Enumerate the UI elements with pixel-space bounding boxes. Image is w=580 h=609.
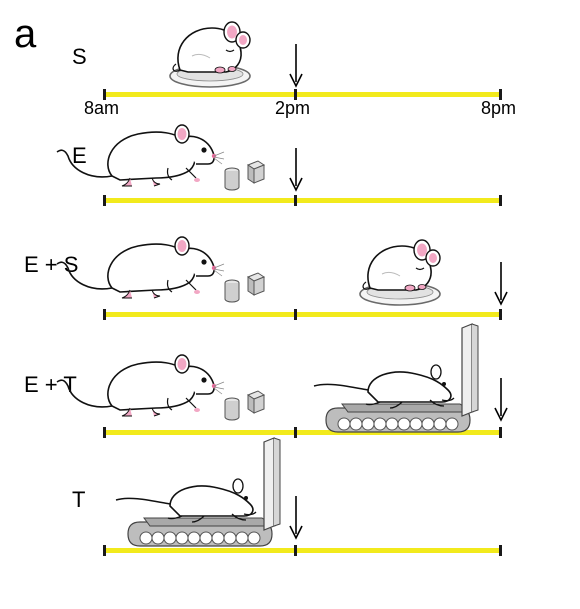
row-label-e-t: E + T [24,372,77,397]
panel-letter: a [14,12,37,56]
arrow-e-s [494,261,508,305]
row-label-s: S [72,44,87,69]
arrow-t [289,495,303,539]
row-label-e: E [72,143,87,168]
timeline-e-s [103,309,502,320]
timeline-e-t [103,427,502,438]
sleeping-mouse-icon [169,21,251,88]
objects-icon [224,272,265,303]
exploring-mouse-icon [56,236,225,299]
treadmill-mouse-icon [313,323,479,433]
row-label-t: T [72,487,86,512]
time-label-middle: 2pm [275,98,311,118]
timeline-e [103,195,502,206]
objects-icon [224,390,265,421]
row-label-e-s: E + S [24,252,79,277]
exploring-mouse-icon [56,354,225,417]
time-label-start: 8am [84,98,120,118]
arrow-s [289,43,303,87]
timeline-s [103,89,502,100]
treadmill-mouse-icon [115,437,281,547]
objects-icon [224,160,265,191]
timeline-t [103,545,502,556]
time-label-end: 8pm [481,98,517,118]
exploring-mouse-icon [56,124,225,187]
arrow-e [289,147,303,191]
sleeping-mouse-icon [359,239,441,306]
arrow-e-t [494,377,508,421]
